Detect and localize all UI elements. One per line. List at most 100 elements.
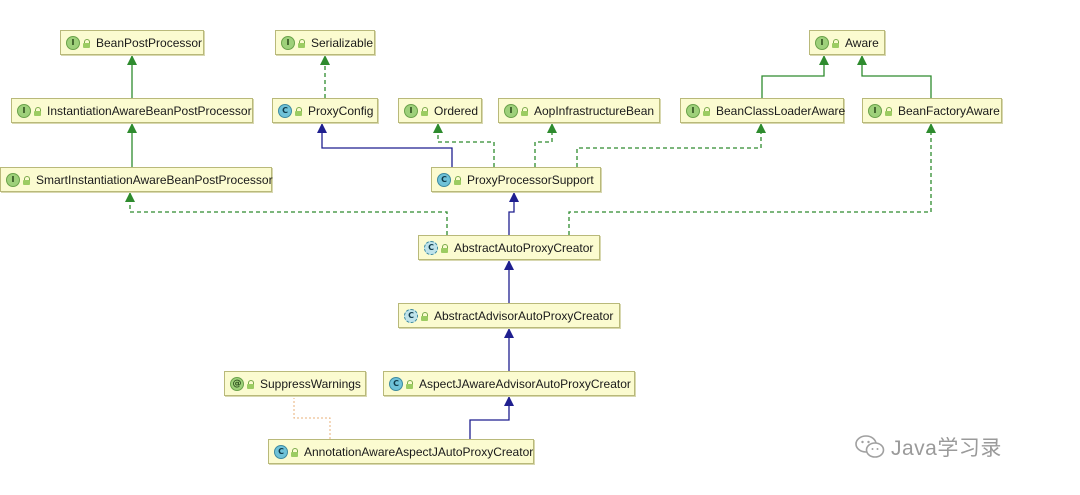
public-lock-icon [298, 38, 306, 48]
node-serializable[interactable]: I Serializable [275, 30, 375, 55]
interface-badge-icon: I [815, 35, 829, 50]
arrowhead [504, 328, 514, 338]
public-lock-icon [291, 447, 299, 457]
arrowhead [320, 55, 330, 65]
public-lock-icon [885, 106, 893, 116]
annotation-badge-icon: @ [230, 376, 244, 391]
node-smart-instantiation-aware-bpp[interactable]: I SmartInstantiationAwareBeanPostProcesso… [0, 167, 273, 192]
edge-proxy-processor-support-to-ordered [433, 123, 495, 167]
arrowhead [857, 55, 867, 65]
node-label: AspectJAwareAdvisorAutoProxyCreator [419, 376, 631, 391]
edge-abstract-auto-proxy-creator-to-proxy-processor-support [508, 192, 519, 235]
interface-badge-icon: I [868, 103, 882, 118]
node-label: BeanClassLoaderAware [716, 103, 846, 118]
public-lock-icon [23, 175, 31, 185]
watermark: Java学习录 [855, 432, 1002, 462]
public-lock-icon [83, 38, 91, 48]
node-label: Serializable [311, 35, 374, 50]
watermark-text: Java学习录 [891, 437, 1002, 460]
node-label: AbstractAutoProxyCreator [454, 240, 594, 255]
edge-abstract-advisor-auto-proxy-creator-to-abstract-auto-proxy-creator [504, 260, 514, 303]
arrowhead [433, 123, 443, 133]
interface-badge-icon: I [504, 103, 518, 118]
node-label: AbstractAdvisorAutoProxyCreator [434, 308, 614, 323]
interface-badge-icon: I [17, 103, 31, 118]
node-abstract-advisor-auto-proxy-creator[interactable]: C AbstractAdvisorAutoProxyCreator [398, 303, 620, 328]
edge-proxy-processor-support-to-aop-infrastructure-bean [534, 123, 557, 167]
public-lock-icon [34, 106, 42, 116]
public-lock-icon [247, 379, 255, 389]
class-badge-icon: C [389, 376, 403, 391]
node-label: ProxyConfig [308, 103, 374, 118]
interface-badge-icon: I [6, 172, 20, 187]
arrowhead [504, 396, 514, 406]
class-badge-icon: C [274, 444, 288, 459]
arrowhead [547, 123, 557, 133]
node-label: AnnotationAwareAspectJAutoProxyCreator [304, 444, 534, 459]
node-label: AopInfrastructureBean [534, 103, 655, 118]
edge-instantiation-aware-bpp-to-bean-post-processor [127, 55, 137, 98]
node-bean-class-loader-aware[interactable]: I BeanClassLoaderAware [680, 98, 846, 123]
class-badge-icon: C [437, 172, 451, 187]
node-instantiation-aware-bpp[interactable]: I InstantiationAwareBeanPostProcessor [11, 98, 253, 123]
edge-aspectj-aware-advisor-auto-proxy-creator-to-abstract-advisor-auto-proxy-creator [504, 328, 514, 371]
node-aop-infrastructure-bean[interactable]: I AopInfrastructureBean [498, 98, 660, 123]
node-bean-post-processor[interactable]: I BeanPostProcessor [60, 30, 204, 55]
edge-bean-class-loader-aware-to-aware [761, 55, 829, 98]
node-proxy-processor-support[interactable]: C ProxyProcessorSupport [431, 167, 601, 192]
interface-badge-icon: I [686, 103, 700, 118]
edge-annotation-aware-aspectj-auto-proxy-creator-to-aspectj-aware-advisor-auto-proxy-creator [469, 396, 514, 439]
arrowhead [127, 123, 137, 133]
edge-annotation-aware-aspectj-auto-proxy-creator-to-suppress-warnings [293, 398, 331, 439]
node-aspectj-aware-advisor-auto-proxy-creator[interactable]: C AspectJAwareAdvisorAutoProxyCreator [383, 371, 635, 396]
node-label: Ordered [434, 103, 479, 118]
interface-badge-icon: I [281, 35, 295, 50]
public-lock-icon [454, 175, 462, 185]
arrowhead [509, 192, 519, 202]
node-abstract-auto-proxy-creator[interactable]: C AbstractAutoProxyCreator [418, 235, 600, 260]
node-label: SmartInstantiationAwareBeanPostProcessor [36, 172, 273, 187]
edge-proxy-processor-support-to-proxy-config [317, 123, 453, 167]
arrowhead [127, 55, 137, 65]
arrowhead [756, 123, 766, 133]
arrowhead [125, 192, 135, 202]
public-lock-icon [832, 38, 840, 48]
node-label: ProxyProcessorSupport [467, 172, 594, 187]
node-label: BeanPostProcessor [96, 35, 203, 50]
public-lock-icon [421, 311, 429, 321]
abstract-badge-icon: C [404, 308, 418, 323]
edge-bean-factory-aware-to-aware [857, 55, 932, 98]
edge-smart-instantiation-aware-bpp-to-instantiation-aware-bpp [127, 123, 137, 167]
node-label: InstantiationAwareBeanPostProcessor [47, 103, 252, 118]
node-proxy-config[interactable]: C ProxyConfig [272, 98, 378, 123]
public-lock-icon [406, 379, 414, 389]
edge-proxy-config-to-serializable [320, 55, 330, 98]
arrowhead [504, 260, 514, 270]
class-badge-icon: C [278, 103, 292, 118]
edge-abstract-auto-proxy-creator-to-bean-factory-aware [568, 123, 936, 235]
edge-proxy-processor-support-to-bean-class-loader-aware [576, 123, 766, 167]
node-bean-factory-aware[interactable]: I BeanFactoryAware [862, 98, 1002, 123]
arrowhead [926, 123, 936, 133]
node-aware[interactable]: I Aware [809, 30, 885, 55]
arrowhead [317, 123, 327, 133]
interface-badge-icon: I [404, 103, 418, 118]
interface-badge-icon: I [66, 35, 80, 50]
node-label: Aware [845, 35, 879, 50]
arrowhead [819, 55, 829, 65]
edge-abstract-auto-proxy-creator-to-smart-instantiation-aware-bpp [125, 192, 448, 235]
wechat-icon [855, 435, 885, 458]
node-suppress-warnings[interactable]: @ SuppressWarnings [224, 371, 366, 396]
abstract-badge-icon: C [424, 240, 438, 255]
node-annotation-aware-aspectj-auto-proxy-creator[interactable]: C AnnotationAwareAspectJAutoProxyCreator [268, 439, 534, 464]
node-ordered[interactable]: I Ordered [398, 98, 482, 123]
node-label: SuppressWarnings [260, 376, 361, 391]
public-lock-icon [421, 106, 429, 116]
public-lock-icon [441, 243, 449, 253]
public-lock-icon [703, 106, 711, 116]
node-label: BeanFactoryAware [898, 103, 1000, 118]
public-lock-icon [521, 106, 529, 116]
public-lock-icon [295, 106, 303, 116]
